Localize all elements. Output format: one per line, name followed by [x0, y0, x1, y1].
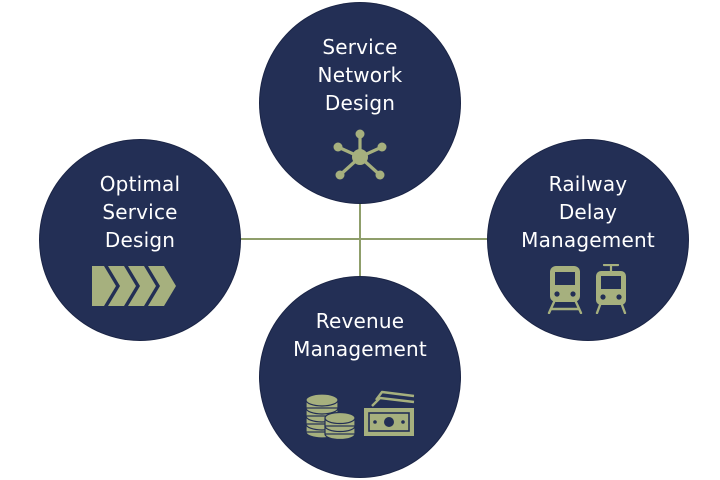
train-tram-icon: [546, 263, 632, 315]
network-hub-icon: [331, 129, 389, 185]
node-label: Revenue Management: [293, 309, 427, 361]
chevron-arrows-icon: [92, 266, 178, 306]
horizontal-connector: [238, 238, 490, 240]
node-railway-delay-management: Railway Delay Management: [488, 140, 688, 340]
vertical-connector: [359, 203, 361, 277]
node-label: Optimal Service Design: [99, 172, 181, 252]
node-optimal-service-design: Optimal Service Design: [40, 140, 240, 340]
node-label: Railway Delay Management: [521, 172, 655, 252]
node-revenue-management: Revenue Management: [260, 277, 460, 477]
node-service-network-design: Service Network Design: [260, 3, 460, 203]
coins-banknote-icon: [302, 390, 420, 441]
node-label: Service Network Design: [317, 35, 403, 115]
